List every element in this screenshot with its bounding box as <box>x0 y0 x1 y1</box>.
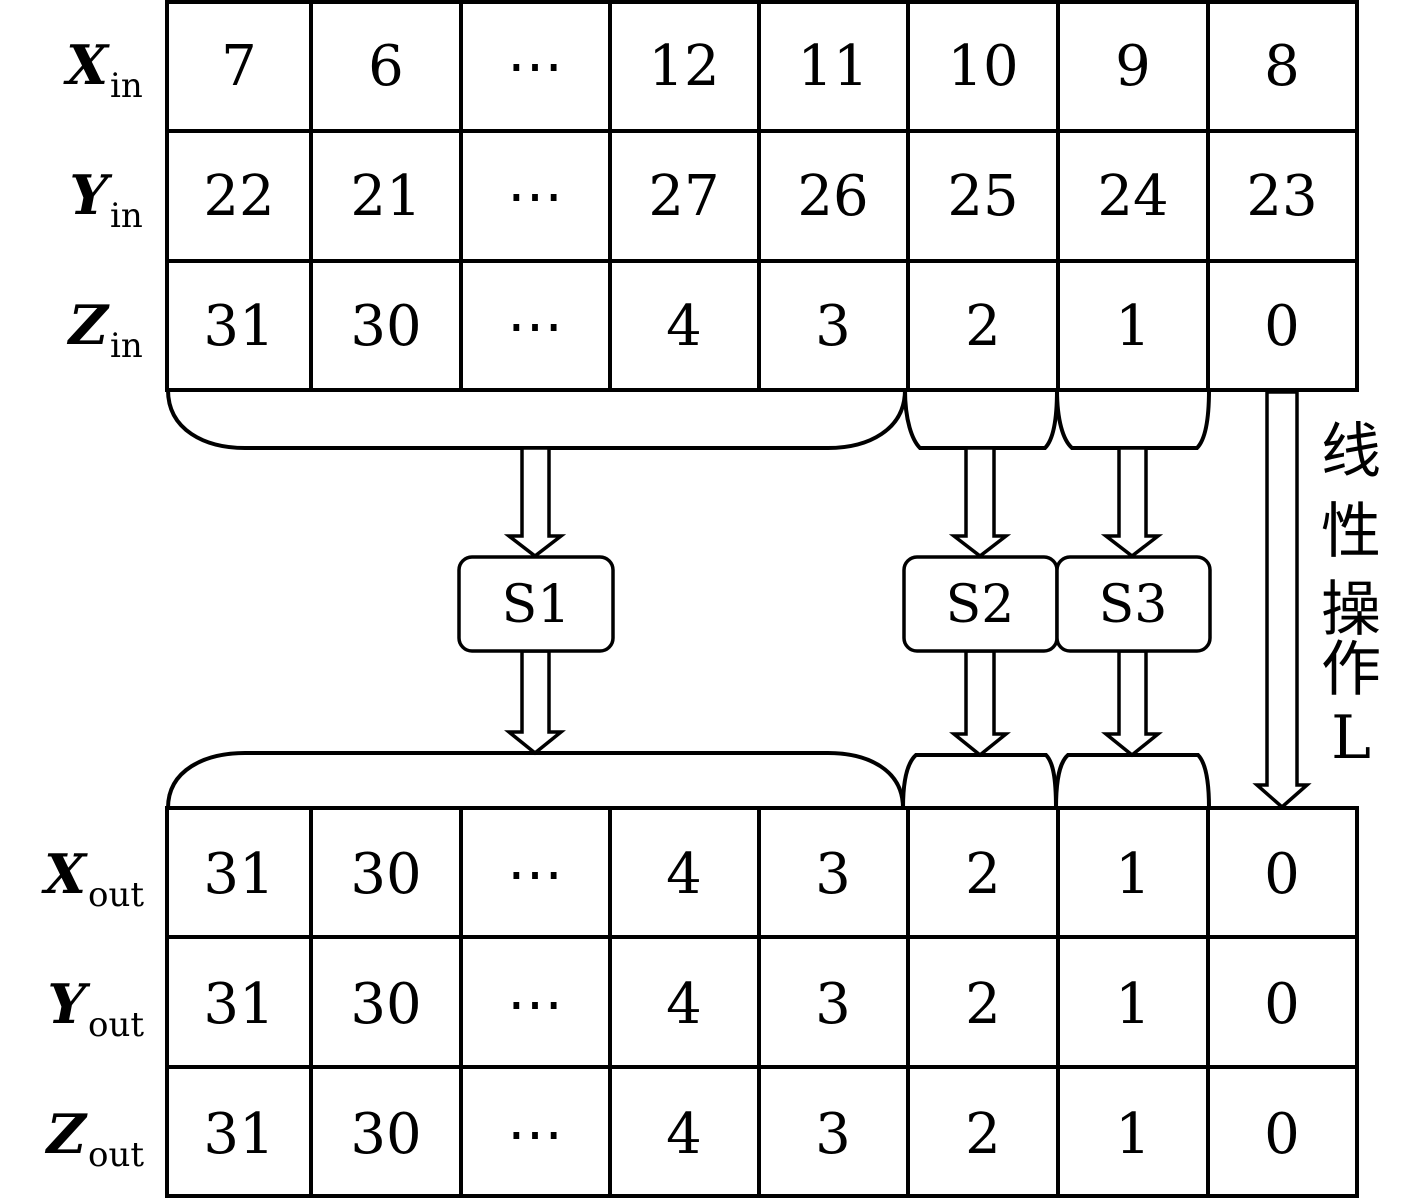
grid-cell: 4 <box>666 972 702 1037</box>
row-subscript: in <box>110 326 143 366</box>
row-label-y-in: Y <box>69 163 112 227</box>
row-subscript: in <box>110 66 143 106</box>
brace-s2-input <box>903 389 1059 450</box>
grid-cell: 30 <box>350 294 421 359</box>
brace-s1-input <box>166 389 907 450</box>
ellipsis-cell: ⋯ <box>507 972 563 1037</box>
arrow-down-icon <box>504 649 566 756</box>
grid-cell: 0 <box>1264 294 1300 359</box>
arrow-down-icon <box>503 446 567 559</box>
grid-cell: 24 <box>1097 164 1168 229</box>
grid-cell: 1 <box>1115 294 1151 359</box>
grid-cell: 4 <box>666 294 702 359</box>
linear-op-char: 作 <box>1321 635 1381 705</box>
input-grid: X in 7 6 ⋯ 12 11 10 9 8 Y in 22 21 ⋯ 27 … <box>63 0 1359 392</box>
arrow-down-icon <box>948 446 1012 559</box>
row-subscript: out <box>88 1005 144 1045</box>
output-grid-border <box>165 806 1359 1198</box>
sbox-s2-label: S2 <box>946 575 1015 635</box>
ellipsis-cell: ⋯ <box>507 164 563 229</box>
row-subscript: out <box>88 1135 144 1175</box>
ellipsis-cell: ⋯ <box>507 34 563 99</box>
sbox-s1-label: S1 <box>502 575 571 635</box>
input-grid-border <box>165 0 1359 392</box>
grid-cell: 0 <box>1264 972 1300 1037</box>
brace-s2-output <box>901 753 1058 809</box>
grid-cell: 4 <box>666 842 702 907</box>
grid-cell: 4 <box>666 1102 702 1167</box>
grid-cell: 1 <box>1115 842 1151 907</box>
linear-op-char: 操 <box>1321 575 1381 645</box>
linear-op-label: 线 性 操 作 L <box>1321 417 1381 773</box>
arrow-down-icon <box>1100 446 1164 559</box>
grid-cell: 6 <box>368 34 404 99</box>
grid-cell: 23 <box>1246 164 1317 229</box>
sbox-s1: S1 <box>457 555 615 653</box>
grid-cell: 10 <box>947 34 1018 99</box>
sbox-s1-frame <box>457 555 615 653</box>
ellipsis-cell: ⋯ <box>507 294 563 359</box>
brace-s1-output <box>166 751 905 809</box>
grid-cell: 25 <box>947 164 1018 229</box>
row-label-x-out: X <box>41 842 88 906</box>
linear-op-char: 性 <box>1321 497 1381 567</box>
grid-cell: 3 <box>815 1102 851 1167</box>
arrow-down-icon <box>1101 649 1163 758</box>
grid-cell: 1 <box>1115 972 1151 1037</box>
grid-cell: 31 <box>203 1102 274 1167</box>
sbox-s3-frame <box>1055 555 1212 653</box>
grid-cell: 12 <box>648 34 719 99</box>
ellipsis-cell: ⋯ <box>507 842 563 907</box>
grid-cell: 27 <box>648 164 719 229</box>
grid-cell: 2 <box>965 972 1001 1037</box>
ellipsis-cell: ⋯ <box>507 1102 563 1167</box>
sbox-s2: S2 <box>902 555 1059 653</box>
row-label-y-out: Y <box>47 972 90 1036</box>
grid-cell: 30 <box>350 842 421 907</box>
grid-cell: 0 <box>1264 1102 1300 1167</box>
linear-op-char: 线 <box>1321 417 1381 487</box>
sbox-s3-label: S3 <box>1099 575 1168 635</box>
grid-cell: 3 <box>815 294 851 359</box>
grid-cell: 7 <box>221 34 257 99</box>
grid-cell: 31 <box>203 294 274 359</box>
row-label-x-in: X <box>63 33 110 97</box>
linear-op-arrow-icon <box>1252 390 1312 810</box>
grid-cell: 2 <box>965 842 1001 907</box>
grid-cell: 3 <box>815 972 851 1037</box>
brace-s3-output <box>1054 753 1211 809</box>
grid-cell: 22 <box>203 164 274 229</box>
grid-cell: 2 <box>965 1102 1001 1167</box>
grid-cell: 31 <box>203 842 274 907</box>
grid-cell: 31 <box>203 972 274 1037</box>
grid-cell: 30 <box>350 1102 421 1167</box>
grid-cell: 1 <box>1115 1102 1151 1167</box>
grid-cell: 26 <box>797 164 868 229</box>
grid-cell: 30 <box>350 972 421 1037</box>
grid-cell: 11 <box>797 34 868 99</box>
row-subscript: out <box>88 875 144 915</box>
row-subscript: in <box>110 196 143 236</box>
output-grid: X out 31 30 ⋯ 4 3 2 1 0 Y out 31 30 ⋯ 4 … <box>41 806 1359 1198</box>
grid-cell: 8 <box>1264 34 1300 99</box>
grid-cell: 3 <box>815 842 851 907</box>
arrow-down-icon <box>949 649 1011 758</box>
linear-op-char: L <box>1331 703 1371 773</box>
row-label-z-out: Z <box>45 1102 89 1166</box>
grid-cell: 2 <box>965 294 1001 359</box>
grid-cell: 21 <box>350 164 421 229</box>
grid-cell: 0 <box>1264 842 1300 907</box>
row-label-z-in: Z <box>67 293 111 357</box>
brace-s3-input <box>1055 389 1211 450</box>
sbox-s3: S3 <box>1055 555 1212 653</box>
grid-cell: 9 <box>1115 34 1151 99</box>
